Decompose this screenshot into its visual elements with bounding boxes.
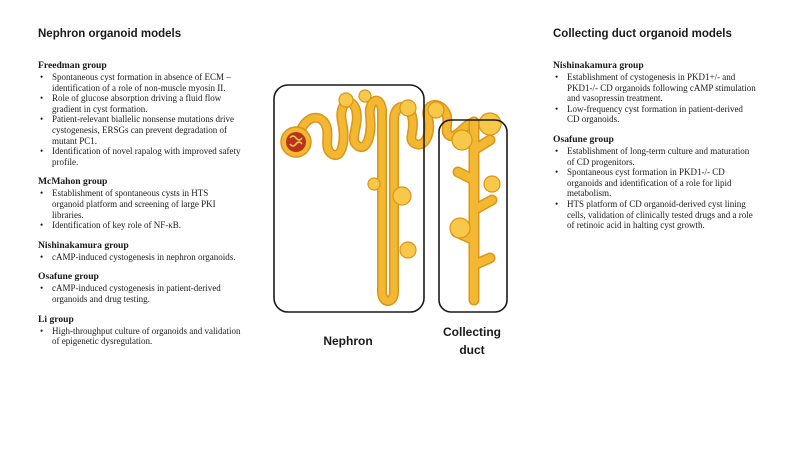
bullet-item: Establishment of spontaneous cysts in HT… xyxy=(40,188,242,220)
nephron-label: Nephron xyxy=(323,334,372,348)
bullet-list: Establishment of long-term culture and m… xyxy=(551,146,756,231)
cyst xyxy=(449,217,471,239)
bullet-item: Patient-relevant biallelic nonsense muta… xyxy=(40,114,242,146)
glomerulus xyxy=(286,132,306,152)
bullet-item: Role of glucose absorption driving a flu… xyxy=(40,93,242,114)
bullet-item: Identification of key role of NF-κB. xyxy=(40,220,242,231)
bullet-item: Spontaneous cyst formation in absence of… xyxy=(40,72,242,93)
collecting-duct-models-column: Collecting duct organoid models Nishinak… xyxy=(551,28,756,240)
cyst xyxy=(483,175,501,193)
bullet-item: Identification of novel rapalog with imp… xyxy=(40,146,242,167)
group-name: Osafune group xyxy=(38,271,99,283)
group-nishinakamura-cd: Nishinakamura group Establishment of cys… xyxy=(551,60,756,125)
bullet-list: Spontaneous cyst formation in absence of… xyxy=(36,72,242,167)
cyst xyxy=(399,241,417,259)
bullet-list: Establishment of cystogenesis in PKD1+/-… xyxy=(551,72,756,125)
collecting-duct-label-line1: Collecting xyxy=(443,325,501,339)
bullet-item: Spontaneous cyst formation in PKD1-/- CD… xyxy=(555,167,756,199)
group-nishinakamura: Nishinakamura group cAMP-induced cystoge… xyxy=(36,240,242,263)
nephron-models-column: Nephron organoid models Freedman group S… xyxy=(36,28,242,356)
cyst xyxy=(358,89,372,103)
group-freedman: Freedman group Spontaneous cyst formatio… xyxy=(36,60,242,167)
group-name: Osafune group xyxy=(553,133,614,145)
bullet-item: Low-frequency cyst formation in patient-… xyxy=(555,104,756,125)
group-name: Li group xyxy=(38,313,74,325)
cyst xyxy=(399,99,417,117)
collecting-duct xyxy=(452,118,496,304)
bullet-item: Establishment of cystogenesis in PKD1+/-… xyxy=(555,72,756,104)
bullet-list: High-throughput culture of organoids and… xyxy=(36,326,242,347)
bullet-item: HTS platform of CD organoid-derived cyst… xyxy=(555,199,756,231)
cyst xyxy=(427,101,445,119)
bullet-list: Establishment of spontaneous cysts in HT… xyxy=(36,188,242,230)
collecting-duct-models-title: Collecting duct organoid models xyxy=(553,28,732,40)
group-name: Freedman group xyxy=(38,60,107,71)
bullet-item: Establishment of long-term culture and m… xyxy=(555,146,756,167)
cyst xyxy=(392,186,412,206)
bullet-list: cAMP-induced cystogenesis in nephron org… xyxy=(36,252,242,263)
bullet-list: cAMP-induced cystogenesis in patient-der… xyxy=(36,283,242,304)
bullet-item: cAMP-induced cystogenesis in patient-der… xyxy=(40,283,242,304)
group-mcmahon: McMahon group Establishment of spontaneo… xyxy=(36,176,242,230)
group-name: Nishinakamura group xyxy=(553,60,644,71)
nephron-box xyxy=(273,84,425,313)
group-name: Nishinakamura group xyxy=(38,239,129,251)
cyst xyxy=(367,177,381,191)
cyst xyxy=(478,112,502,136)
bullet-item: cAMP-induced cystogenesis in nephron org… xyxy=(40,252,242,263)
group-osafune-cd: Osafune group Establishment of long-term… xyxy=(551,134,756,231)
group-name: McMahon group xyxy=(38,176,108,188)
group-osafune: Osafune group cAMP-induced cystogenesis … xyxy=(36,271,242,304)
nephron-models-title: Nephron organoid models xyxy=(38,28,182,40)
collecting-duct-label-line2: duct xyxy=(459,343,484,357)
bullet-item: High-throughput culture of organoids and… xyxy=(40,326,242,347)
nephron-collecting-duct-diagram: Nephron Collecting duct xyxy=(273,84,508,357)
group-li: Li group High-throughput culture of orga… xyxy=(36,314,242,347)
collecting-duct-box xyxy=(438,119,508,313)
cyst xyxy=(451,129,473,151)
glomerulus-capillaries xyxy=(289,135,303,147)
cyst xyxy=(338,92,354,108)
